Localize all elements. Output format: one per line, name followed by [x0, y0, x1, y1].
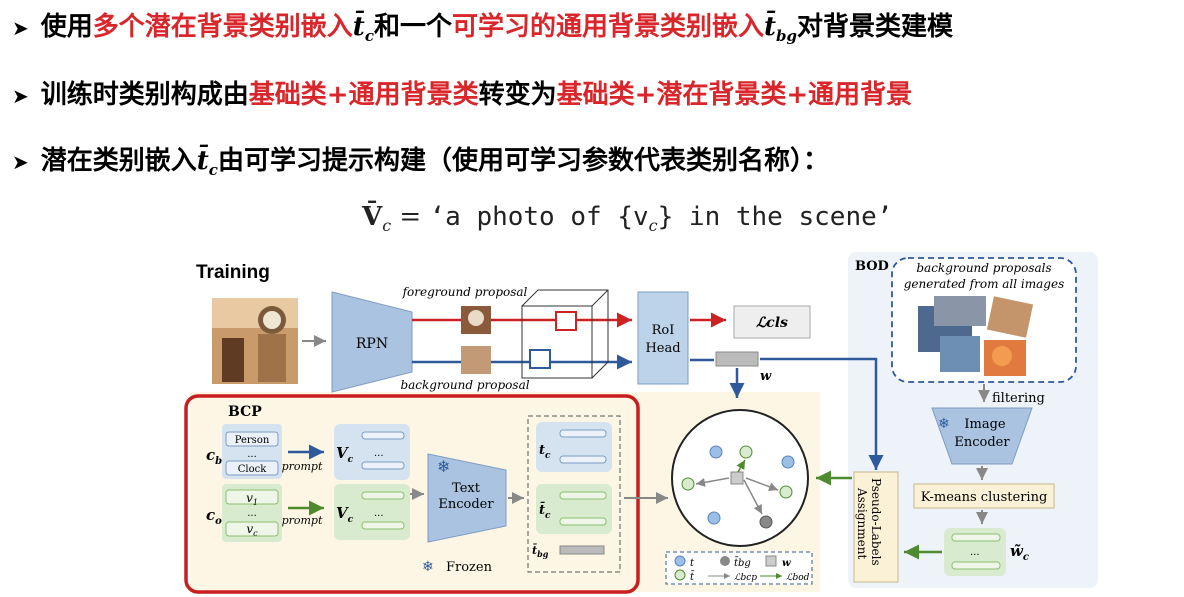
frozen-label: Frozen	[446, 560, 493, 575]
clock-label: Clock	[238, 464, 267, 475]
bullet-subscript: c	[208, 161, 218, 180]
input-image	[212, 298, 298, 384]
prompt-label-2: prompt	[282, 514, 323, 527]
legend-lbcp: ℒbcp	[734, 573, 757, 583]
bullet-text: 对背景类建模	[796, 12, 953, 42]
bullet-text: t̄	[196, 146, 209, 176]
bullet-text: 由可学习提示构建（使用可学习参数代表类别名称）：	[217, 146, 829, 176]
v1-label: v1	[246, 491, 258, 507]
feature-cube	[521, 289, 609, 379]
bullet-text: 基础类+通用背景类	[248, 80, 479, 110]
pseudo-label-2: Assignment	[855, 487, 869, 559]
wc-dots: ...	[970, 547, 980, 558]
legend-lbod: ℒbod	[786, 573, 810, 583]
bg-all-1: background proposals	[916, 261, 1051, 275]
tc-bar-label: t̄c	[539, 501, 551, 521]
image-encoder	[931, 407, 1033, 465]
roi-label-1: RoI	[652, 323, 675, 338]
bullet-text: 多个潜在背景类别嵌入	[92, 12, 353, 42]
wc-label: w̃c	[1010, 542, 1029, 563]
fg-proposal-label: foreground proposal	[402, 285, 528, 299]
Vc-bar-label: Vc	[336, 504, 354, 525]
kmeans-box	[913, 483, 1055, 509]
bullet-text: t̄	[352, 12, 365, 42]
snow-icon-image: ❄	[938, 416, 950, 432]
bullet-text: 使用	[40, 12, 93, 42]
bullet-text: t̄	[763, 12, 776, 42]
vc-dots-1: ...	[374, 448, 384, 459]
text-encoder-label-2: Encoder	[438, 497, 494, 512]
training-label: Training	[196, 262, 270, 283]
pseudo-label-1: Pseudo-Labels	[869, 478, 883, 566]
bullet-subscript: c	[364, 27, 374, 46]
filtering-label: filtering	[992, 391, 1045, 406]
kmeans-label: K-means clustering	[921, 490, 1048, 505]
person-label: Person	[235, 435, 270, 446]
legend-t: t	[690, 558, 695, 569]
bullet-text: 转变为	[478, 80, 557, 110]
bullet-text: 训练时类别构成由	[40, 80, 249, 110]
loss-cls: ℒcls	[756, 315, 788, 331]
bullet-text: 潜在类别嵌入	[40, 146, 197, 176]
prompt-formula: V̄c = ‘a photo of {vc} in the scene’	[362, 202, 893, 236]
co-dots: ...	[247, 508, 257, 519]
roi-label-2: Head	[645, 341, 680, 356]
legend-w: w	[782, 558, 791, 569]
vc-dots-2: ...	[374, 508, 384, 519]
tc-label: tc	[539, 443, 551, 461]
image-encoder-label-1: Image	[964, 417, 1006, 432]
bg-proposal-label: background proposal	[400, 378, 529, 392]
bg-proposal-collage	[918, 296, 1034, 376]
bullet-arrow-icon: ➤	[12, 84, 29, 108]
tc-dashed-box	[527, 415, 621, 573]
bullet-1: ➤使用多个潜在背景类别嵌入t̄c和一个可学习的通用背景类别嵌入t̄bg对背景类建…	[12, 6, 953, 45]
rpn-label: RPN	[356, 336, 388, 352]
pseudo-labels-box	[853, 471, 899, 583]
bullet-arrow-icon: ➤	[12, 16, 29, 40]
Vc-label: Vc	[336, 444, 354, 465]
loss-cls-box	[733, 305, 811, 339]
bod-label: BOD	[855, 259, 889, 274]
bullet-text: 可学习的通用背景类别嵌入	[451, 12, 764, 42]
vc-label: vc	[246, 522, 258, 538]
bullet-text: 基础类+潜在背景类+通用背景	[556, 80, 913, 110]
w-label: w	[760, 369, 772, 384]
bullet-3: ➤ 潜在类别嵌入t̄c由可学习提示构建（使用可学习参数代表类别名称）：	[12, 140, 829, 179]
cb-label: cb	[206, 446, 222, 467]
prompt-label-1: prompt	[282, 460, 323, 473]
bcp-label: BCP	[228, 404, 262, 420]
legend-tbg: t̄bg	[734, 557, 751, 569]
bullet-text: 和一个	[373, 12, 452, 42]
snow-icon-text: ❄	[437, 457, 450, 476]
co-label: co	[206, 506, 222, 527]
text-encoder-label-1: Text	[452, 481, 481, 496]
legend-tbar: t̄	[690, 571, 695, 583]
bg-all-2: generated from all images	[904, 277, 1064, 291]
bullet-subscript: bg	[776, 27, 797, 46]
bcp-frame	[184, 394, 640, 594]
cb-dots: ...	[247, 449, 257, 460]
tbg-label: t̄bg	[532, 543, 549, 559]
bullet-2: ➤ 训练时类别构成由基础类+通用背景类转变为基础类+潜在背景类+通用背景	[12, 74, 912, 111]
text-encoder	[427, 453, 507, 543]
legend	[665, 551, 813, 585]
bullet-arrow-icon: ➤	[12, 150, 29, 174]
rpn-block	[331, 291, 413, 393]
bg-proposal-thumb	[461, 346, 491, 374]
snow-icon-frozen: ❄	[422, 559, 434, 575]
image-encoder-label-2: Encoder	[954, 435, 1010, 450]
w-feature	[715, 351, 759, 367]
roi-head	[637, 291, 689, 385]
